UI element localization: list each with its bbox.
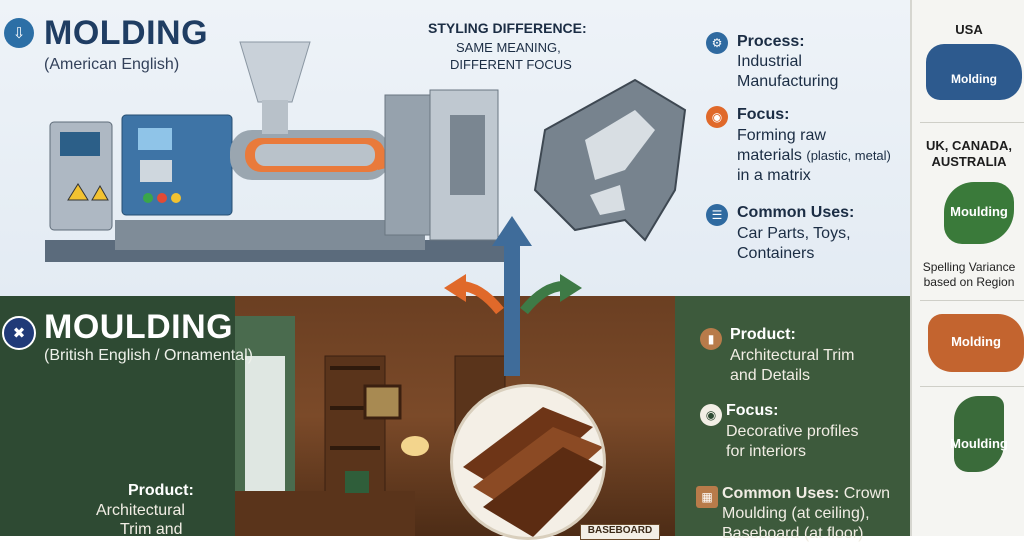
canada-map-label: Molding xyxy=(951,334,1001,349)
trim-closeup xyxy=(450,384,606,540)
bottom-uses-line-3: Baseboard (at floor) xyxy=(722,525,864,542)
left-product-line-2: Trim and xyxy=(120,521,183,538)
australia-map xyxy=(944,182,1014,244)
focus-line-3: in a matrix xyxy=(737,167,811,184)
uk-region-line-1: UK, CANADA, xyxy=(926,138,1012,153)
injection-molding-machine xyxy=(45,41,515,262)
bottom-focus-line-2: for interiors xyxy=(726,443,807,460)
canada-map xyxy=(928,314,1024,372)
styling-heading: STYLING DIFFERENCE: xyxy=(428,20,587,36)
product-line-1: Architectural Trim xyxy=(730,347,855,364)
left-product-line-1: Architectural xyxy=(96,502,185,519)
product-line-2: and Details xyxy=(730,367,811,384)
eye-icon-bottom: ◉ xyxy=(700,404,722,426)
bottom-focus-title: Focus: xyxy=(726,402,779,419)
uk-map xyxy=(954,396,1004,472)
usa-map xyxy=(926,44,1022,100)
uses-line-1: Car Parts, Toys, xyxy=(737,225,851,242)
variance-line-1: Spelling Variance xyxy=(922,260,1016,274)
baseboard-label: BASEBOARD xyxy=(580,524,660,540)
uses-line-2: Containers xyxy=(737,245,815,262)
uk-flag-icon: ✖ xyxy=(2,316,36,350)
molding-title: MOLDING xyxy=(44,14,209,52)
gears-icon: ⚙ xyxy=(706,32,728,54)
divider xyxy=(920,386,1024,387)
product-title: Product: xyxy=(730,326,796,343)
moulding-subtitle: (British English / Ornamental) xyxy=(44,347,253,364)
focus-line-1: Forming raw xyxy=(737,127,826,144)
layers-icon: ☰ xyxy=(706,204,728,226)
styling-line-1: SAME MEANING, xyxy=(456,40,561,55)
blueprint-icon: ▦ xyxy=(696,486,718,508)
moulding-panel: ✖ MOULDING (British English / Ornamental… xyxy=(0,216,910,542)
focus-title: Focus: xyxy=(737,106,790,123)
molding-subtitle: (American English) xyxy=(44,56,180,73)
eye-icon: ◉ xyxy=(706,106,728,128)
moulding-title: MOULDING xyxy=(44,308,234,346)
molding-panel: ⇩ MOLDING (American English) STYLING DIF… xyxy=(0,0,910,296)
divider xyxy=(920,300,1024,301)
styling-line-2: DIFFERENT FOCUS xyxy=(450,57,572,72)
region-sidebar: USA Molding UK, CANADA, AUSTRALIA Mouldi… xyxy=(910,0,1024,536)
process-line-2: Manufacturing xyxy=(737,73,839,90)
direction-arrows xyxy=(444,216,582,376)
column-icon: ▮ xyxy=(700,328,722,350)
left-product-title: Product: xyxy=(128,482,194,499)
usa-map-label: Molding xyxy=(951,72,997,86)
process-title: Process: xyxy=(737,33,805,50)
uk-region-line-2: AUSTRALIA xyxy=(931,154,1007,169)
bottom-focus-line-1: Decorative profiles xyxy=(726,423,859,440)
molded-car-part xyxy=(533,78,687,242)
uses-title: Common Uses: xyxy=(737,204,855,221)
divider xyxy=(920,122,1024,123)
process-line-1: Industrial xyxy=(737,53,802,70)
focus-line-2: materials (plastic, metal) xyxy=(737,147,891,164)
download-icon: ⇩ xyxy=(4,18,34,48)
bottom-uses-line-1: Common Uses: Crown xyxy=(722,485,891,502)
variance-line-2: based on Region xyxy=(923,275,1015,289)
usa-label: USA xyxy=(955,22,983,37)
uk-map-label: Moulding xyxy=(950,436,1008,451)
australia-map-label: Moulding xyxy=(950,204,1008,219)
bottom-uses-line-2: Moulding (at ceiling), xyxy=(722,505,870,522)
